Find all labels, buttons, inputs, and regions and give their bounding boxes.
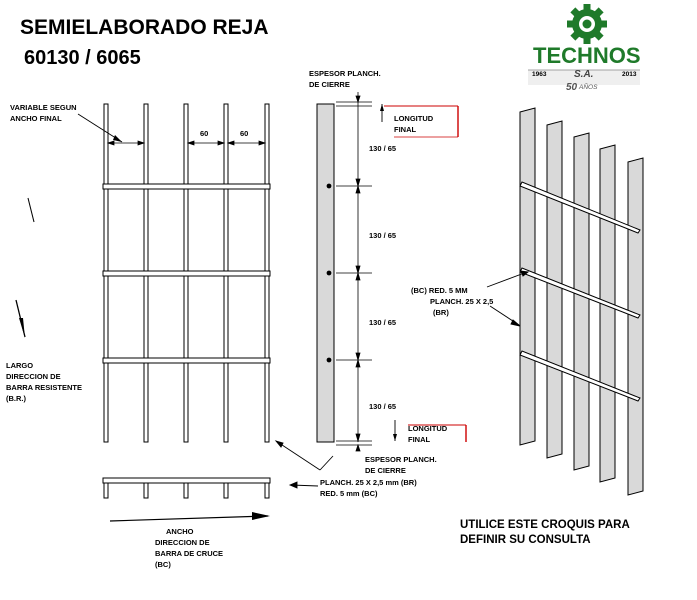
longitud-top-1: LONGITUD: [394, 114, 434, 123]
variable-label-2: ANCHO FINAL: [10, 114, 62, 123]
ancho-label-3: BARRA DE CRUCE: [155, 549, 223, 558]
gear-icon: [567, 4, 607, 44]
red-label: RED. 5 mm (BC): [320, 489, 378, 498]
note-line-1: UTILICE ESTE CROQUIS PARA: [460, 519, 630, 531]
dimension-chain: [336, 92, 372, 452]
iso-planch-label: PLANCH. 25 X 2,5: [430, 297, 493, 306]
logo-anniversary-word: AÑOS: [578, 82, 598, 91]
ancho-label-2: DIRECCION DE: [155, 538, 210, 547]
note-line-2: DEFINIR SU CONSULTA: [460, 534, 591, 546]
spacing-dimensions: [106, 140, 267, 146]
largo-label-4: (B.R.): [6, 394, 26, 403]
title-line-1: SEMIELABORADO REJA: [20, 16, 269, 39]
title-line-2: 60130 / 6065: [24, 47, 141, 69]
front-view-grating: [102, 103, 271, 443]
planch-label: PLANCH. 25 X 2,5 mm (BR): [320, 478, 417, 487]
logo-suffix: S.A.: [574, 69, 593, 80]
longitud-bottom-1: LONGITUD: [408, 424, 448, 433]
isometric-grating: [519, 107, 644, 496]
iso-leaders: [486, 270, 530, 327]
segment-label-2: 130 / 65: [369, 231, 396, 240]
cross-bars: [102, 183, 271, 364]
largo-label-1: LARGO: [6, 361, 33, 370]
ancho-label-1: ANCHO: [166, 527, 194, 536]
spacing-label-2: 60: [240, 129, 248, 138]
largo-label-3: BARRA RESISTENTE: [6, 383, 82, 392]
espesor-top-1: ESPESOR PLANCH.: [309, 69, 381, 78]
espesor-bottom-1: ESPESOR PLANCH.: [365, 455, 437, 464]
longitud-top-2: FINAL: [394, 125, 416, 134]
side-view-bar: [316, 103, 335, 443]
logo-name: TECHNOS: [533, 43, 641, 68]
largo-direction-arrow: [15, 197, 35, 338]
ancho-label-4: (BC): [155, 560, 171, 569]
iso-red-label: (BC) RED. 5 MM: [411, 286, 468, 295]
segment-label-1: 130 / 65: [369, 144, 396, 153]
largo-label-2: DIRECCION DE: [6, 372, 61, 381]
espesor-bottom-2: DE CIERRE: [365, 466, 406, 475]
bottom-section-view: [102, 477, 271, 499]
ancho-direction-arrow: [109, 512, 270, 522]
segment-label-4: 130 / 65: [369, 402, 396, 411]
spacing-label-1: 60: [200, 129, 208, 138]
longitud-bottom-2: FINAL: [408, 435, 430, 444]
variable-label-1: VARIABLE SEGUN: [10, 103, 77, 112]
logo-anniversary-number: 50: [566, 82, 578, 93]
iso-br-label: (BR): [433, 308, 449, 317]
logo-year-start: 1963: [532, 71, 547, 78]
iso-cross-rods: [519, 181, 641, 402]
logo-year-end: 2013: [622, 71, 637, 78]
technos-logo: TECHNOS 1963 2013 S.A. 50 AÑOS: [528, 4, 641, 93]
segment-label-3: 130 / 65: [369, 318, 396, 327]
longitud-bottom-indicator: [393, 420, 467, 442]
side-leaders: [274, 440, 334, 489]
longitud-top-indicator: [380, 104, 459, 138]
espesor-top-2: DE CIERRE: [309, 80, 350, 89]
